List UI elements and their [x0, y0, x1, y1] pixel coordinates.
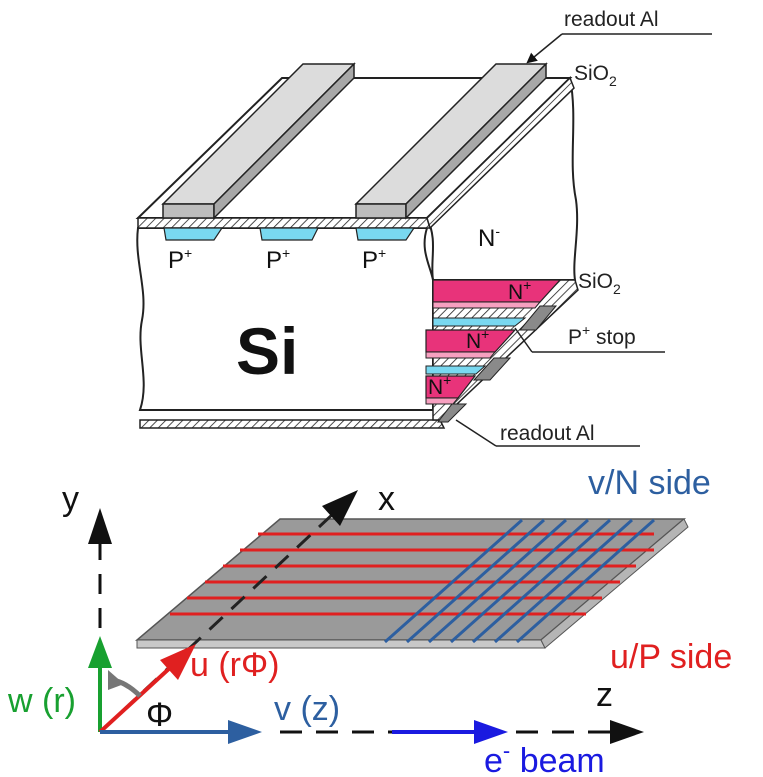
x-axis-label: x: [378, 480, 395, 518]
u-axis-arrowhead: [160, 644, 196, 680]
sio2-top-layer: [137, 217, 432, 229]
p-implant: [355, 227, 416, 241]
p-implant: [163, 227, 224, 241]
readout-al-bottom-pointer: [455, 419, 497, 447]
readout-al-strip: [354, 62, 548, 220]
si-label: Si: [236, 314, 298, 388]
phi-arc-arrowhead: [108, 670, 124, 690]
v-strip: [450, 518, 589, 644]
p-implant: [259, 227, 319, 241]
sio2-bottom-layer: [139, 419, 446, 429]
u-p-side-label: u/P side: [610, 638, 732, 676]
n-plus-label: N+: [428, 372, 451, 399]
p-plus-label: P+: [362, 245, 386, 274]
p-stop-implant: [432, 317, 527, 327]
phi-label: Φ: [146, 696, 173, 734]
coordinate-system: y x z v/N side u/P side w (r) Φ u (rΦ) v…: [7, 464, 732, 777]
readout-al-bottom-label: readout Al: [500, 422, 595, 445]
v-strip: [406, 518, 545, 644]
z-axis-label: z: [596, 676, 613, 714]
u-rphi-label: u (rΦ): [190, 646, 279, 684]
n-minus-label: N-: [478, 223, 500, 252]
n-plus-label: N+: [466, 326, 489, 353]
v-axis-arrowhead: [228, 720, 262, 744]
sio2-bottom-label: SiO2: [578, 270, 621, 297]
readout-al-bottom-strip: [472, 357, 512, 381]
bulk-side-face: [425, 75, 579, 281]
v-strip: [516, 518, 655, 644]
u-axis-line: [98, 664, 174, 734]
e-beam-label: e- beam: [484, 738, 605, 777]
p-plus-stop-pointer: [514, 327, 533, 353]
n-implant: [425, 375, 477, 405]
v-z-label: v (z): [274, 690, 340, 728]
sio2-top-label: SiO2: [574, 62, 617, 89]
sio2-top-layer-edge: [426, 76, 575, 230]
n-implant: [425, 329, 517, 359]
beam-arrowhead: [474, 720, 508, 744]
x-axis-arrowhead: [322, 490, 358, 526]
v-strips: [384, 518, 655, 644]
y-axis-label: y: [62, 480, 79, 518]
p-plus-label: P+: [168, 245, 192, 274]
w-r-label: w (r): [7, 682, 76, 720]
w-axis-arrowhead: [88, 636, 112, 668]
p-plus-stop-label: P+ stop: [568, 322, 636, 349]
readout-al-bottom-strip: [436, 403, 468, 423]
u-strips: [170, 532, 654, 616]
n-plus-label: N+: [508, 277, 531, 304]
sensor-cross-section: readout Al SiO2 N- P+ P+ P+ Si SiO2 N+ N…: [135, 8, 712, 447]
z-axis-arrowhead: [610, 720, 644, 744]
n-implant: [432, 279, 562, 309]
bulk-front-face: [136, 227, 434, 411]
p-stop-implant: [425, 365, 487, 375]
v-strip: [472, 518, 611, 644]
v-strip: [384, 518, 523, 644]
readout-al-bottom-strip: [518, 305, 558, 331]
v-strip: [428, 518, 567, 644]
x-axis-line: [98, 496, 352, 734]
v-strip: [494, 518, 633, 644]
readout-al-strip: [161, 62, 356, 220]
readout-al-top-pointer: [526, 33, 563, 64]
p-plus-label: P+: [266, 245, 290, 274]
v-n-side-label: v/N side: [588, 464, 711, 502]
readout-al-top-label: readout Al: [564, 8, 659, 31]
y-axis-arrowhead: [88, 508, 112, 544]
